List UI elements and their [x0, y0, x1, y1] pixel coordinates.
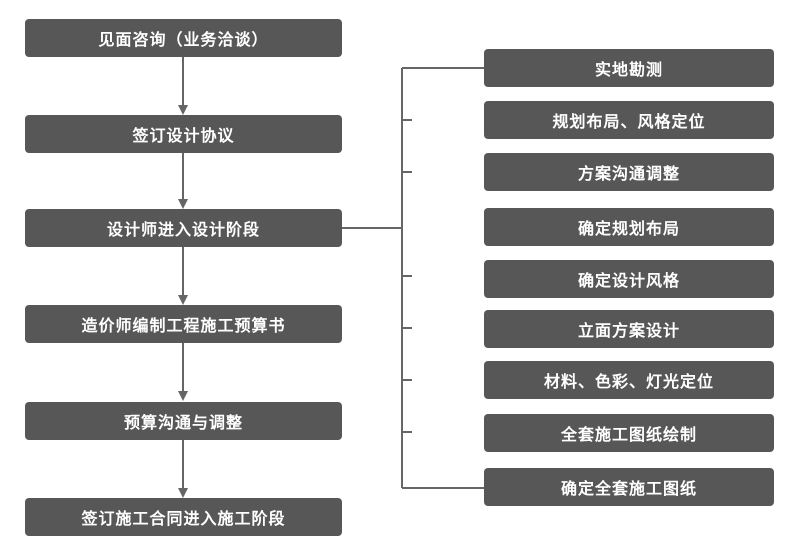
- step-budget-preparation: 造价师编制工程施工预算书: [25, 305, 342, 343]
- step-budget-adjustment: 预算沟通与调整: [25, 402, 342, 440]
- design-step-elevation-design: 立面方案设计: [484, 310, 774, 348]
- step-design-stage: 设计师进入设计阶段: [25, 209, 342, 247]
- design-step-site-survey: 实地勘测: [484, 49, 774, 87]
- design-step-confirm-layout: 确定规划布局: [484, 208, 774, 246]
- step-consultation: 见面咨询（业务洽谈）: [25, 19, 342, 57]
- design-step-confirm-drawings: 确定全套施工图纸: [484, 468, 774, 506]
- design-step-drawings: 全套施工图纸绘制: [484, 414, 774, 452]
- design-step-confirm-style: 确定设计风格: [484, 260, 774, 298]
- design-step-scheme-discussion: 方案沟通调整: [484, 153, 774, 191]
- step-sign-design-agreement: 签订设计协议: [25, 115, 342, 153]
- design-step-layout-style: 规划布局、风格定位: [484, 101, 774, 139]
- step-construction-contract: 签订施工合同进入施工阶段: [25, 498, 342, 536]
- design-step-materials-lighting: 材料、色彩、灯光定位: [484, 361, 774, 399]
